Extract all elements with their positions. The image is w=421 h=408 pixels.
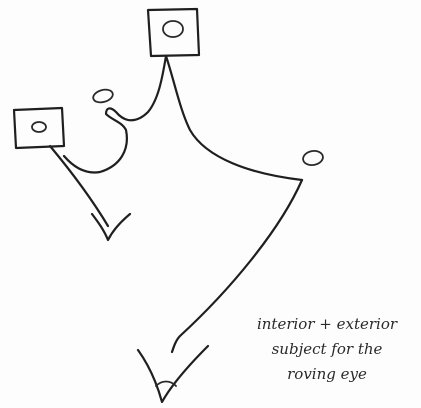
small-arrowhead (90, 212, 132, 242)
left-viewpoint-box (12, 106, 66, 150)
diagram-caption: interior + exterior subject for the rovi… (247, 312, 407, 387)
upper-eye-circle (92, 88, 114, 104)
caption-line-2: subject for the (271, 340, 383, 358)
left-descending-line (48, 144, 110, 228)
right-eye-circle (302, 149, 324, 167)
caption-line-1: interior + exterior (256, 315, 398, 333)
star-outline (62, 54, 304, 182)
large-arrowhead (136, 344, 210, 404)
long-diagonal-line (170, 178, 304, 354)
caption-line-3: roving eye (287, 365, 367, 383)
top-viewpoint-box (146, 7, 201, 58)
